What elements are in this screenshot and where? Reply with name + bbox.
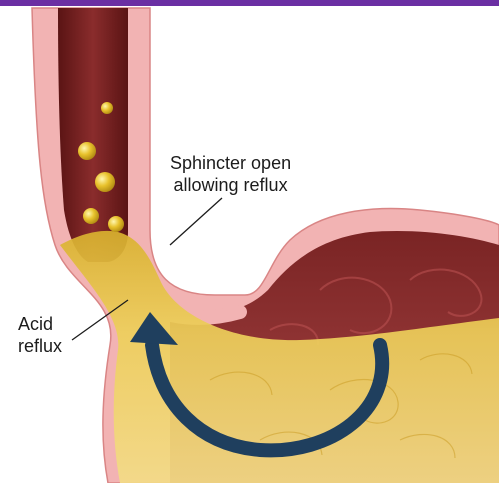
acid-label-line2: reflux <box>18 335 62 357</box>
sphincter-label-line1: Sphincter open <box>170 152 291 174</box>
acid-bubble-icon <box>101 102 113 114</box>
acid-bubble-icon <box>95 172 115 192</box>
sphincter-label-line2: allowing reflux <box>170 174 291 196</box>
acid-label-line1: Acid <box>18 313 62 335</box>
sphincter-leader-line <box>170 198 222 245</box>
acid-bubble-icon <box>78 142 96 160</box>
acid-reflux-label: Acid reflux <box>18 313 62 357</box>
sphincter-label: Sphincter open allowing reflux <box>170 152 291 196</box>
acid-bubble-icon <box>108 216 124 232</box>
acid-bubble-icon <box>83 208 99 224</box>
